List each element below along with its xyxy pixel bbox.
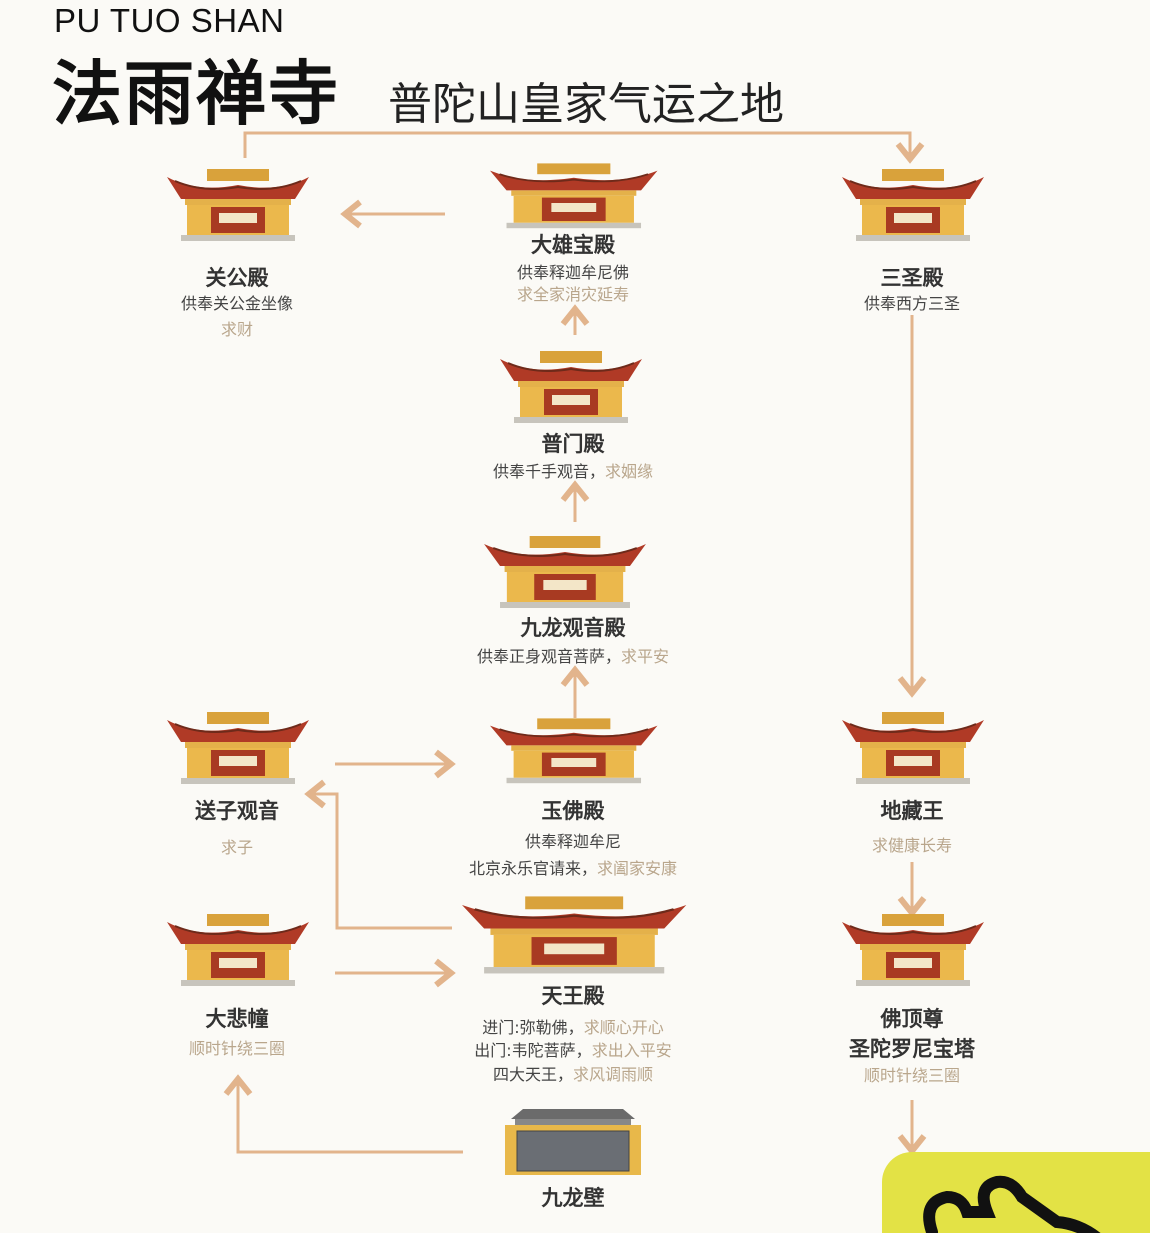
- node-request: 求子: [220, 838, 253, 857]
- node-title: 佛顶尊: [880, 1006, 944, 1031]
- node-request: 求财: [220, 320, 253, 339]
- node-request: 求平安: [621, 647, 670, 666]
- arrow-top-loop: [243, 131, 925, 164]
- logo-icon: [923, 1175, 1101, 1233]
- daxiong-hall-icon: [490, 158, 658, 234]
- node-title: 九龙观音殿: [520, 615, 626, 640]
- node-title: 天王殿: [541, 983, 605, 1008]
- node-title: 九龙壁: [541, 1185, 605, 1210]
- node-desc: 供奉关公金坐像: [180, 294, 293, 313]
- jiulong-guanyin-hall-icon: [484, 530, 646, 614]
- node-request: 求阖家安康: [597, 859, 678, 878]
- dabei-pillar-icon: [167, 908, 309, 992]
- page-title: 法雨禅寺: [52, 53, 340, 135]
- node-request: 求姻缘: [605, 462, 654, 481]
- node-title: 大雄宝殿: [531, 232, 615, 257]
- page-subtitle: 普陀山皇家气运之地: [388, 79, 784, 130]
- node-request: 求风调雨顺: [573, 1065, 654, 1084]
- node-title: 玉佛殿: [541, 798, 605, 823]
- node-desc: 进门:弥勒佛，: [482, 1018, 584, 1037]
- node-title: 圣陀罗尼宝塔: [849, 1036, 975, 1061]
- node-desc: 供奉释迦牟尼: [524, 832, 621, 851]
- app-badge: [882, 1152, 1150, 1233]
- node-request: 顺时针绕三圈: [188, 1039, 285, 1058]
- pumen-hall-icon: [500, 345, 642, 429]
- node-title: 三圣殿: [880, 265, 944, 290]
- songzi-guanyin-icon: [167, 706, 309, 790]
- yufo-hall-icon: [490, 713, 658, 789]
- guangong-hall-icon: [167, 163, 309, 247]
- pagoda-icon: [842, 908, 984, 992]
- node-desc: 供奉千手观音，: [492, 462, 605, 481]
- arrow-to-dabei: [223, 1074, 463, 1154]
- node-title: 地藏王: [880, 798, 944, 823]
- dizang-hall-icon: [842, 706, 984, 790]
- node-title: 普门殿: [541, 431, 605, 456]
- node-title: 大悲幢: [205, 1006, 269, 1031]
- node-request: 求健康长寿: [871, 836, 952, 855]
- node-title: 关公殿: [205, 265, 269, 290]
- node-request: 求顺心开心: [583, 1018, 664, 1037]
- node-desc: 四大天王，: [492, 1065, 573, 1084]
- node-title: 送子观音: [195, 798, 279, 823]
- node-request: 求出入平安: [591, 1041, 672, 1060]
- nine-dragon-wall-icon: [505, 1109, 641, 1175]
- node-desc: 供奉西方三圣: [863, 294, 960, 313]
- node-desc: 出门:韦陀菩萨，: [474, 1041, 592, 1060]
- node-desc: 供奉正身观音菩萨，: [476, 647, 621, 666]
- arrow-to-songzi: [304, 779, 452, 930]
- node-request: 求全家消灾延寿: [516, 285, 629, 304]
- english-title: PU TUO SHAN: [54, 2, 285, 39]
- node-request: 顺时针绕三圈: [863, 1066, 960, 1085]
- sansheng-hall-icon: [842, 163, 984, 247]
- node-desc: 北京永乐官请来，: [468, 859, 597, 878]
- node-desc: 供奉释迦牟尼佛: [516, 263, 629, 282]
- tianwang-hall-icon: [462, 890, 687, 980]
